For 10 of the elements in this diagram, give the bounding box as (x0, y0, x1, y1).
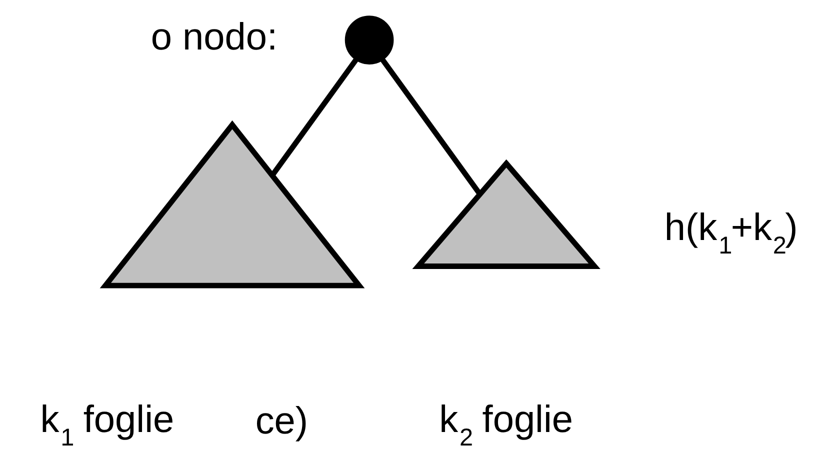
connector (270, 56, 360, 178)
node-label: k$_{1}$ foglie (40, 398, 174, 452)
node-triangle (100, 120, 365, 288)
node-label: k$_{2}$ foglie (439, 398, 574, 452)
label: o nodo: (150, 16, 278, 58)
label: ce) (255, 400, 308, 442)
connector (379, 56, 482, 196)
label: h(k$_{1}$+k$_{2}$) (664, 207, 798, 260)
node-triangle (412, 159, 600, 269)
node-circle (344, 16, 394, 64)
